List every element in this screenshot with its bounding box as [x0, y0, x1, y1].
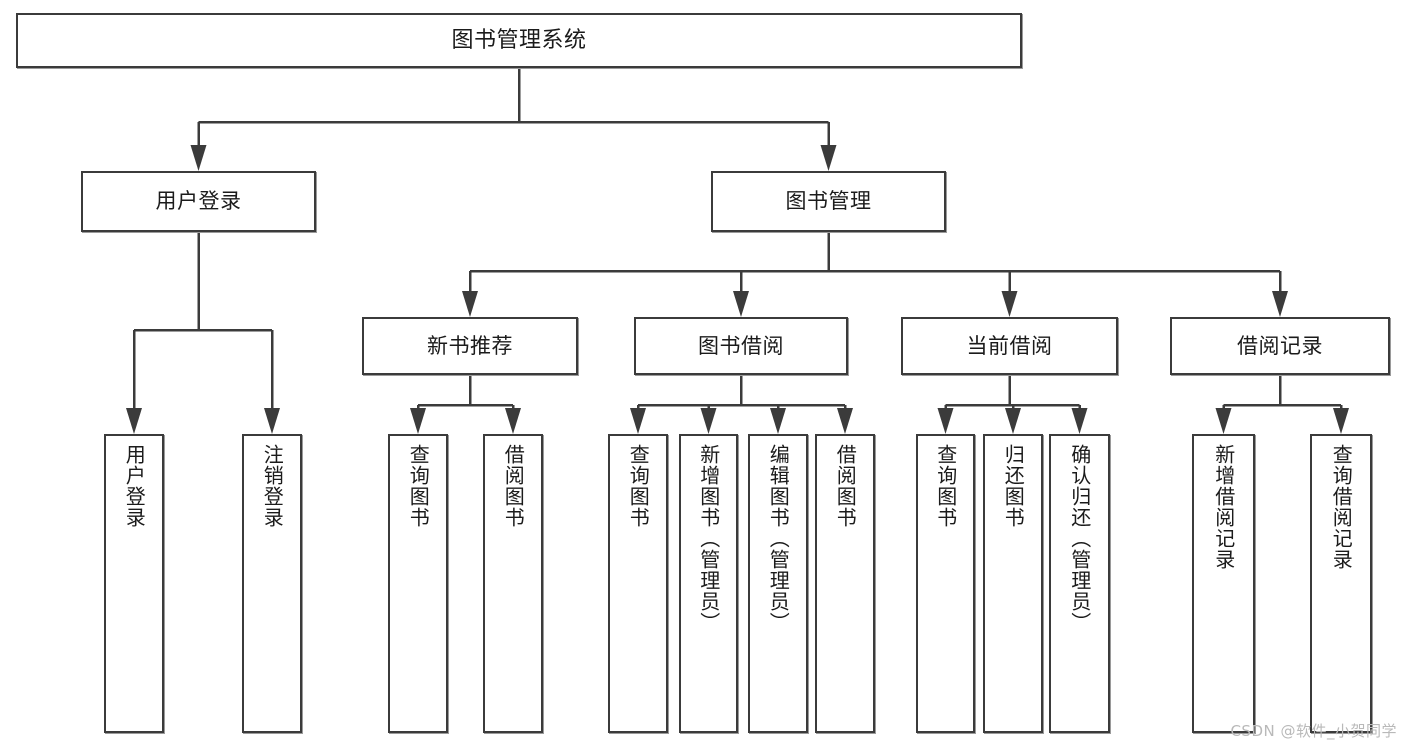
- arrowhead-book-borrow: [733, 291, 749, 317]
- node-leaf-user-logout[interactable]: 注销登录: [242, 434, 302, 733]
- node-label-leaf-user-logout: 注销登录: [260, 444, 285, 528]
- node-leaf-confirm-return[interactable]: 确认归还（管理员）: [1049, 434, 1110, 733]
- arrowhead-leaf-add-book: [700, 408, 717, 434]
- node-book-management[interactable]: 图书管理: [711, 171, 946, 232]
- node-leaf-add-borrow-record[interactable]: 新增借阅记录: [1192, 434, 1255, 733]
- arrowhead-borrow-record: [1272, 291, 1288, 317]
- node-label-user-login: 用户登录: [155, 189, 242, 214]
- node-label-leaf-return-book: 归还图书: [1001, 444, 1026, 528]
- node-label-leaf-query-book-2: 查询图书: [626, 444, 651, 528]
- node-user-login[interactable]: 用户登录: [81, 171, 316, 232]
- watermark-label: CSDN @软件_小贺同学: [1230, 722, 1397, 740]
- arrowhead-leaf-user-logout: [264, 408, 280, 434]
- arrowhead-leaf-borrow-book-1: [505, 408, 521, 434]
- node-label-leaf-query-book-3: 查询图书: [933, 444, 958, 528]
- arrowhead-leaf-confirm-return: [1071, 408, 1088, 434]
- arrowhead-leaf-borrow-book-2: [837, 408, 853, 434]
- arrowhead-leaf-edit-book: [770, 408, 786, 434]
- node-label-root: 图书管理系统: [451, 27, 587, 53]
- node-current-borrow[interactable]: 当前借阅: [901, 317, 1118, 375]
- node-leaf-query-borrow-record[interactable]: 查询借阅记录: [1310, 434, 1372, 733]
- node-label-leaf-borrow-book-2: 借阅图书: [833, 444, 858, 528]
- arrowhead-leaf-query-book-1: [410, 408, 426, 434]
- node-new-book-recommend[interactable]: 新书推荐: [362, 317, 578, 375]
- node-leaf-edit-book[interactable]: 编辑图书（管理员）: [748, 434, 808, 733]
- arrowhead-leaf-query-borrow-record: [1333, 408, 1349, 434]
- node-label-book-borrow: 图书借阅: [698, 333, 784, 358]
- node-leaf-query-book-3[interactable]: 查询图书: [916, 434, 975, 733]
- node-label-book-management: 图书管理: [785, 189, 872, 214]
- node-label-new-book-recommend: 新书推荐: [427, 333, 513, 358]
- node-label-leaf-add-borrow-record: 新增借阅记录: [1211, 444, 1236, 570]
- node-label-leaf-add-book: 新增图书（管理员）: [696, 444, 721, 633]
- node-leaf-borrow-book-1[interactable]: 借阅图书: [483, 434, 543, 733]
- arrowhead-user-login: [190, 145, 207, 171]
- node-book-borrow[interactable]: 图书借阅: [634, 317, 848, 375]
- node-leaf-user-login[interactable]: 用户登录: [104, 434, 164, 733]
- node-label-leaf-query-book-1: 查询图书: [406, 444, 431, 528]
- node-label-leaf-confirm-return: 确认归还（管理员）: [1067, 444, 1092, 633]
- arrowhead-leaf-query-book-3: [937, 408, 954, 434]
- arrowhead-new-book-recommend: [462, 291, 478, 317]
- node-leaf-return-book[interactable]: 归还图书: [983, 434, 1043, 733]
- arrowhead-leaf-user-login: [126, 408, 142, 434]
- arrowhead-book-management: [820, 145, 837, 171]
- node-label-leaf-edit-book: 编辑图书（管理员）: [766, 444, 791, 633]
- node-label-leaf-user-login: 用户登录: [122, 444, 147, 528]
- node-leaf-query-book-1[interactable]: 查询图书: [388, 434, 448, 733]
- node-label-borrow-record: 借阅记录: [1237, 333, 1323, 358]
- arrowhead-leaf-add-borrow-record: [1215, 408, 1232, 434]
- node-label-leaf-query-borrow-record: 查询借阅记录: [1329, 444, 1354, 570]
- node-leaf-add-book[interactable]: 新增图书（管理员）: [679, 434, 738, 733]
- node-borrow-record[interactable]: 借阅记录: [1170, 317, 1390, 375]
- arrowhead-current-borrow: [1001, 291, 1018, 317]
- node-leaf-query-book-2[interactable]: 查询图书: [608, 434, 668, 733]
- node-leaf-borrow-book-2[interactable]: 借阅图书: [815, 434, 875, 733]
- node-label-current-borrow: 当前借阅: [966, 333, 1053, 358]
- node-label-leaf-borrow-book-1: 借阅图书: [501, 444, 526, 528]
- arrowhead-leaf-return-book: [1005, 408, 1021, 434]
- arrowhead-leaf-query-book-2: [630, 408, 646, 434]
- node-root[interactable]: 图书管理系统: [16, 13, 1022, 68]
